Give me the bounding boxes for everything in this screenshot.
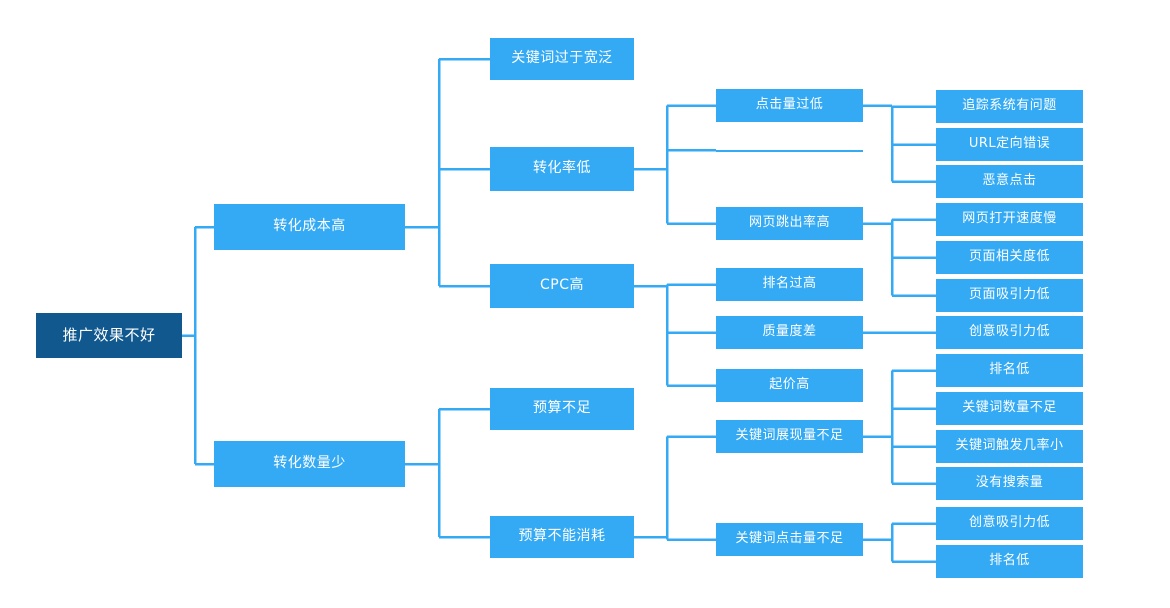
mindmap-node-n3e[interactable]: 预算不能消耗	[490, 516, 634, 558]
mindmap-node-n4g[interactable]: 关键词点击量不足	[716, 523, 863, 556]
mindmap-node-n5e[interactable]: 页面相关度低	[936, 241, 1083, 274]
mindmap-node-n5g[interactable]: 创意吸引力低	[936, 316, 1083, 349]
mindmap-node-n4f[interactable]: 关键词展现量不足	[716, 420, 863, 453]
mindmap-node-n5m[interactable]: 排名低	[936, 545, 1083, 578]
mindmap-node-n5d[interactable]: 网页打开速度慢	[936, 203, 1083, 236]
mindmap-node-n3d[interactable]: 预算不足	[490, 388, 634, 430]
mindmap-node-n4d[interactable]: 质量度差	[716, 316, 863, 349]
mindmap-node-n5i[interactable]: 关键词数量不足	[936, 392, 1083, 425]
mindmap-node-n4b[interactable]: 网页跳出率高	[716, 207, 863, 240]
mindmap-node-n5c[interactable]: 恶意点击	[936, 165, 1083, 198]
mindmap-node-n5b[interactable]: URL定向错误	[936, 128, 1083, 161]
mindmap-node-n5l[interactable]: 创意吸引力低	[936, 507, 1083, 540]
mindmap-node-n2a[interactable]: 转化成本高	[214, 204, 405, 250]
mindmap-node-n5f[interactable]: 页面吸引力低	[936, 279, 1083, 312]
mindmap-node-n3b[interactable]: 转化率低	[490, 147, 634, 191]
mindmap-root-node[interactable]: 推广效果不好	[36, 313, 182, 358]
mindmap-node-n2b[interactable]: 转化数量少	[214, 441, 405, 487]
mindmap-node-n5h[interactable]: 排名低	[936, 354, 1083, 387]
mindmap-node-n4a[interactable]: 点击量过低	[716, 89, 863, 122]
mindmap-node-n3a[interactable]: 关键词过于宽泛	[490, 38, 634, 80]
mindmap-node-n4e[interactable]: 起价高	[716, 369, 863, 402]
mindmap-node-n3c[interactable]: CPC高	[490, 264, 634, 308]
mindmap-node-n4blank[interactable]	[716, 150, 863, 152]
mindmap-node-n4c[interactable]: 排名过高	[716, 268, 863, 301]
mindmap-node-n5a[interactable]: 追踪系统有问题	[936, 90, 1083, 123]
mindmap-node-n5j[interactable]: 关键词触发几率小	[936, 430, 1083, 463]
mindmap-node-n5k[interactable]: 没有搜索量	[936, 467, 1083, 500]
